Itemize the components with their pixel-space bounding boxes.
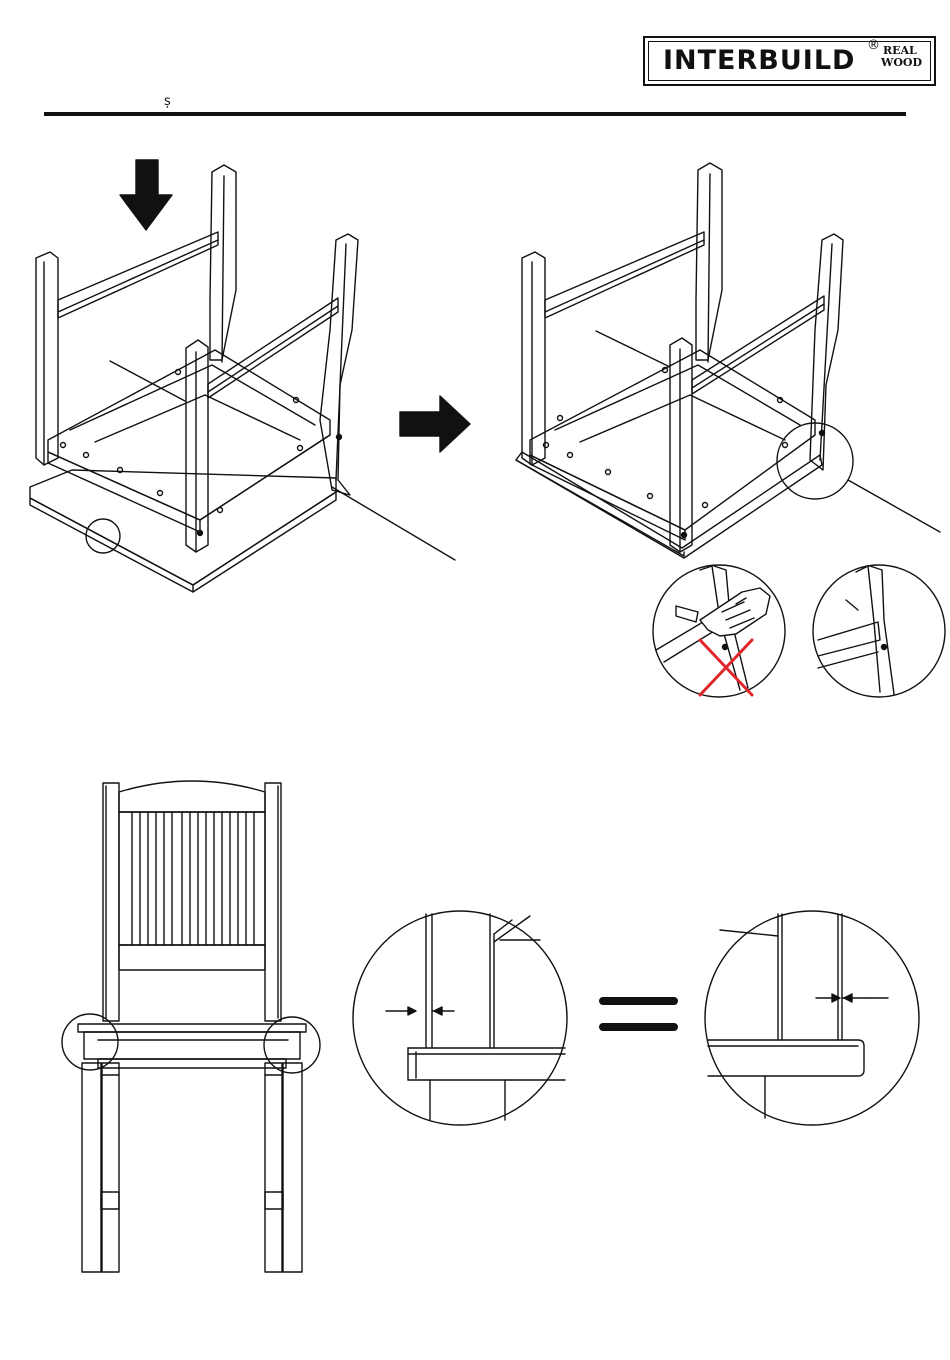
equals-icon bbox=[603, 1001, 674, 1027]
detail-circle bbox=[62, 1014, 118, 1070]
chair-front-view bbox=[62, 781, 320, 1272]
detail-gap-left bbox=[353, 911, 567, 1125]
chair-upside-down-after bbox=[516, 163, 940, 558]
detail-circle bbox=[264, 1017, 320, 1073]
arrow-down-icon bbox=[120, 160, 172, 230]
hand-icon bbox=[700, 588, 770, 636]
chair-upside-down-before bbox=[30, 160, 455, 592]
arrow-right-icon bbox=[400, 396, 470, 452]
detail-wrong bbox=[653, 565, 785, 697]
detail-circle bbox=[86, 519, 120, 553]
detail-gap-right bbox=[705, 911, 919, 1125]
detail-correct bbox=[813, 565, 945, 697]
